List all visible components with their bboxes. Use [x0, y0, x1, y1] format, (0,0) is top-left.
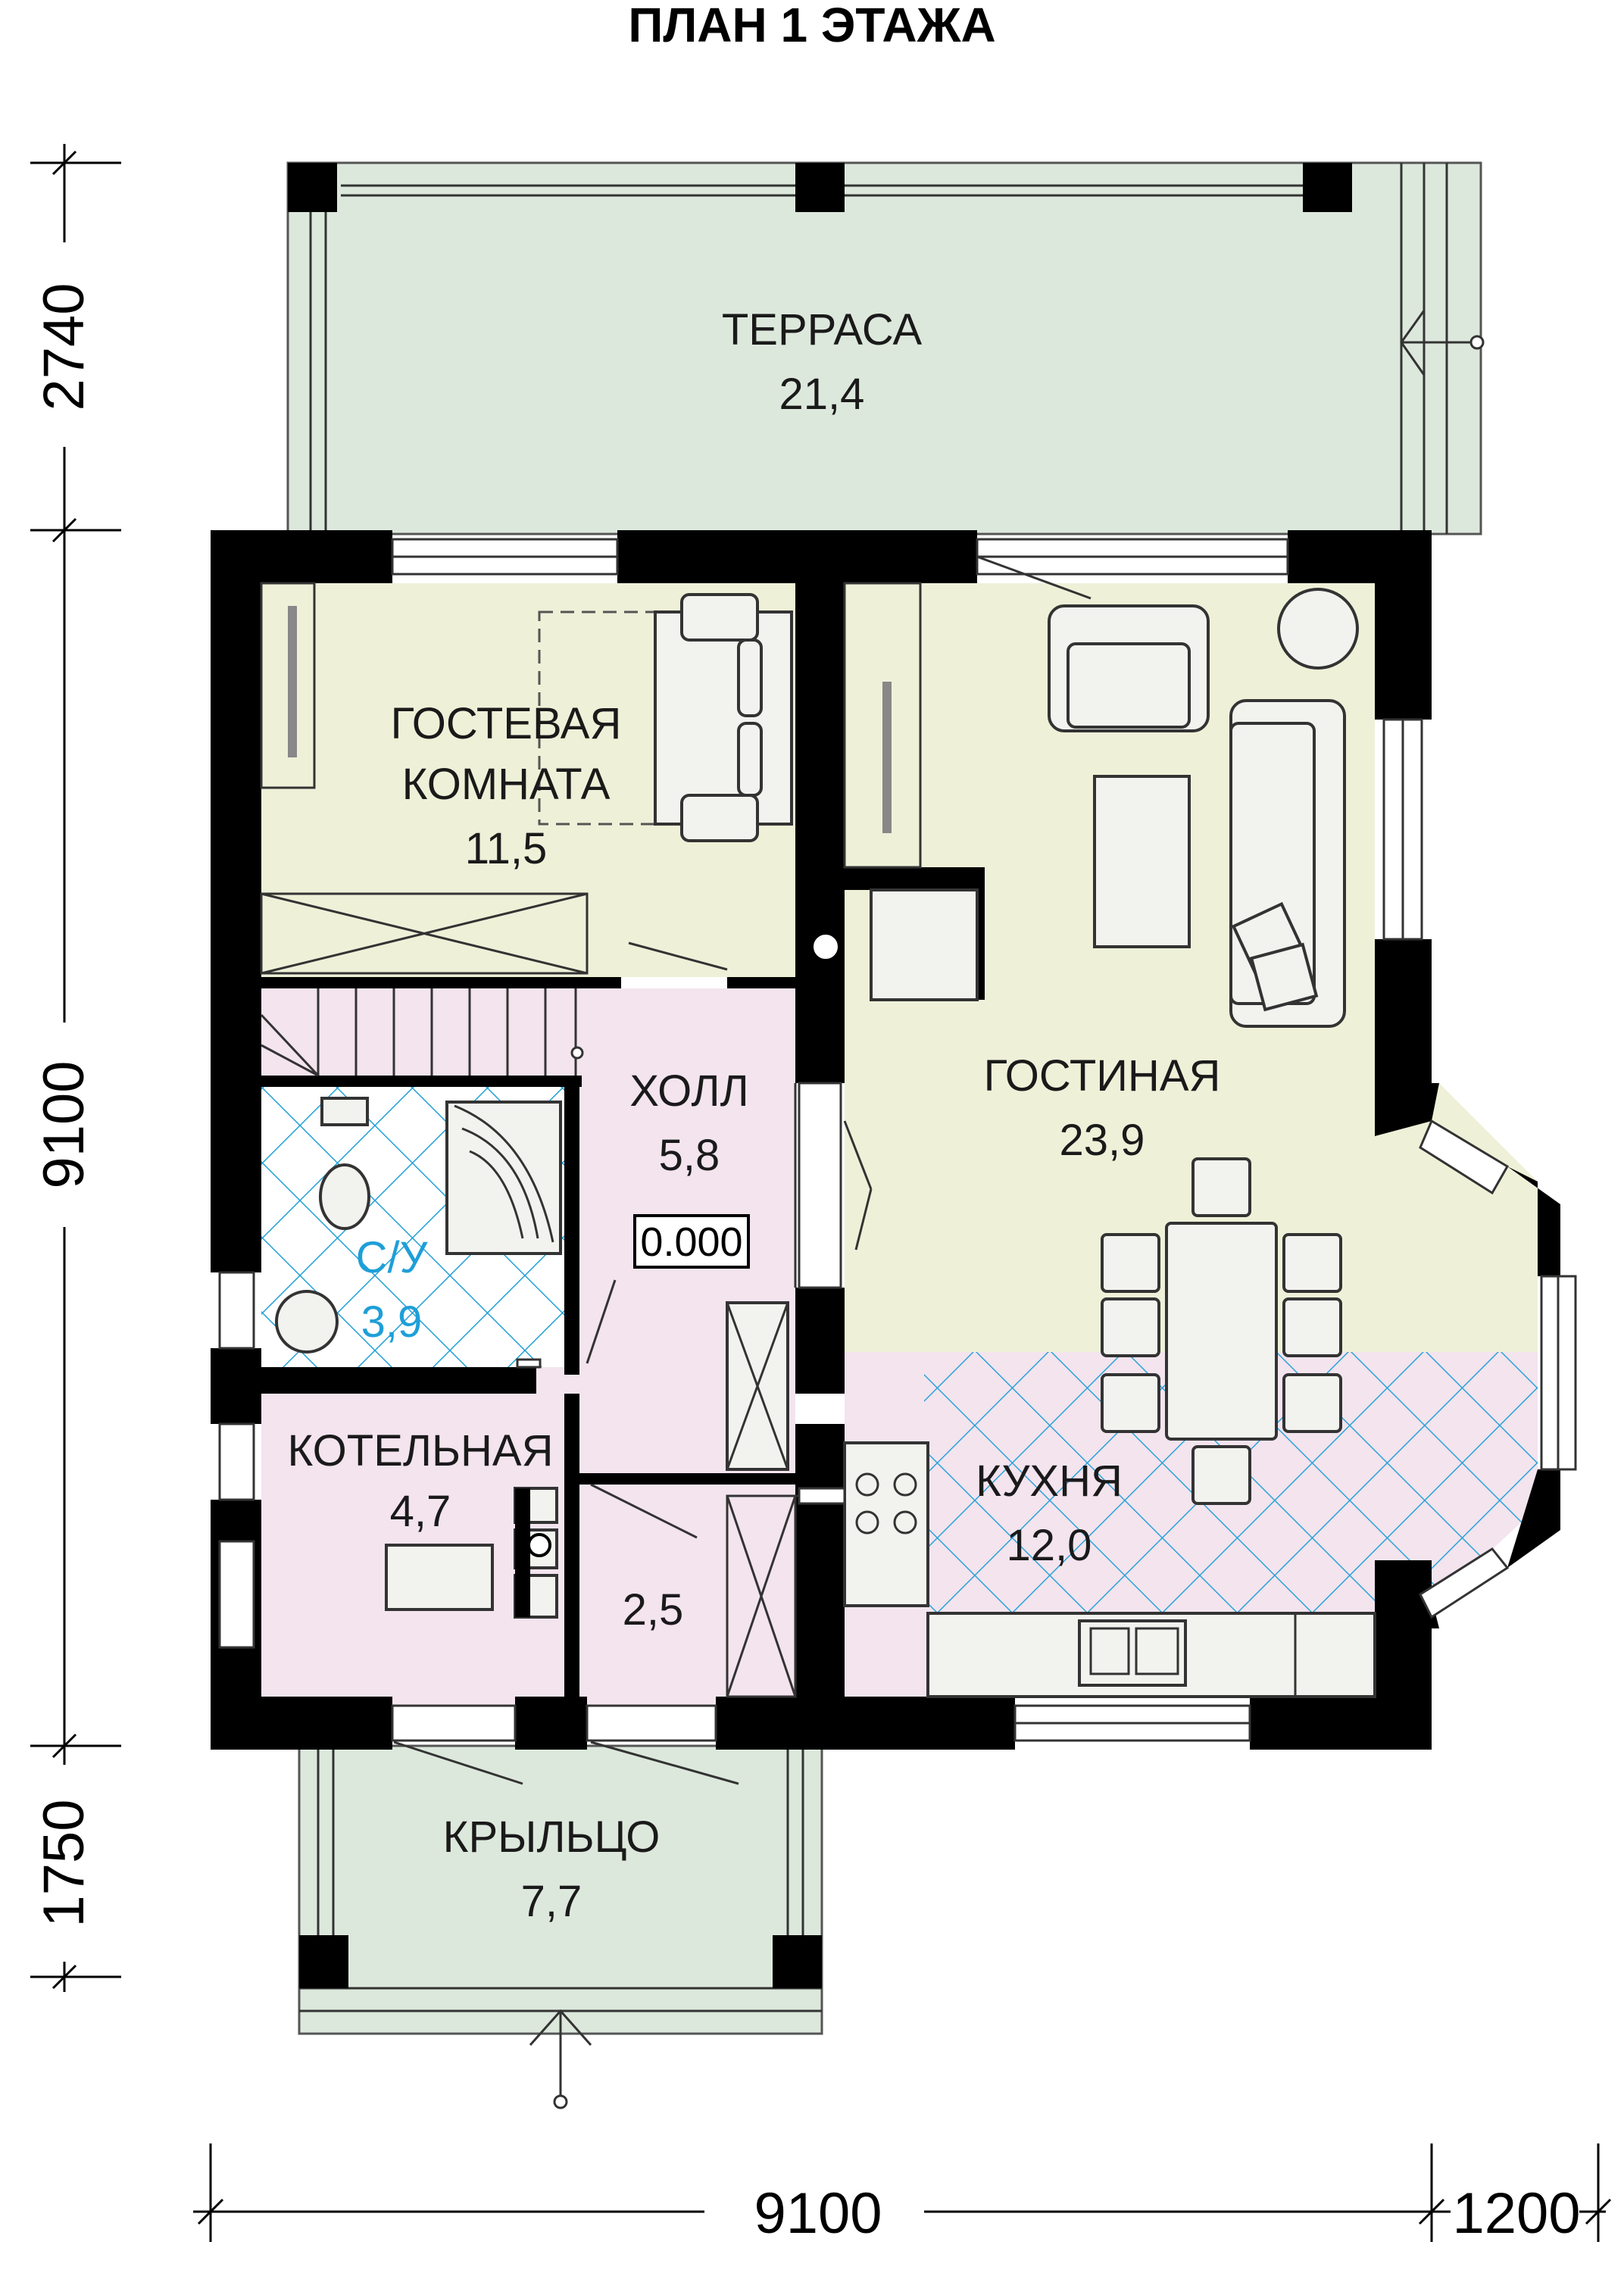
guest-room-label-line1: ГОСТЕВАЯ: [391, 699, 622, 748]
dim-left-top: 2740: [32, 283, 96, 411]
storage-area: 2,5: [623, 1585, 684, 1634]
bathroom-label: С/У: [356, 1233, 429, 1282]
dim-bottom-right: 1200: [1452, 2181, 1580, 2246]
terrace-label: ТЕРРАСА: [722, 305, 923, 354]
dim-left-middle: 9100: [32, 1060, 96, 1188]
boiler-room-area: 4,7: [390, 1487, 451, 1536]
hall-label: ХОЛЛ: [629, 1066, 748, 1116]
level-mark-box: [633, 1214, 750, 1269]
terrace-area: 21,4: [779, 370, 865, 419]
plan-title: ПЛАН 1 ЭТАЖА: [628, 0, 995, 52]
hall-area: 5,8: [659, 1131, 720, 1180]
living-room-area: 23,9: [1060, 1116, 1145, 1165]
terrace-floor: [286, 161, 1482, 535]
bathroom-area: 3,9: [361, 1297, 423, 1347]
kitchen-label: КУХНЯ: [976, 1457, 1123, 1506]
level-mark: 0.000: [640, 1219, 742, 1265]
porch-area: 7,7: [521, 1877, 582, 1926]
dim-bottom-main: 9100: [754, 2181, 882, 2246]
boiler-room-label: КОТЕЛЬНАЯ: [288, 1426, 554, 1475]
guest-room-area: 11,5: [465, 824, 548, 873]
living-room-floor: [845, 583, 1538, 1352]
dim-left-bottom: 1750: [32, 1799, 96, 1927]
living-room-label: ГОСТИНАЯ: [984, 1051, 1221, 1101]
kitchen-area: 12,0: [1007, 1521, 1092, 1570]
porch-label: КРЫЛЬЦО: [443, 1812, 661, 1862]
guest-room-label-line2: КОМНАТА: [402, 760, 611, 809]
porch-floor: [298, 1744, 823, 2035]
